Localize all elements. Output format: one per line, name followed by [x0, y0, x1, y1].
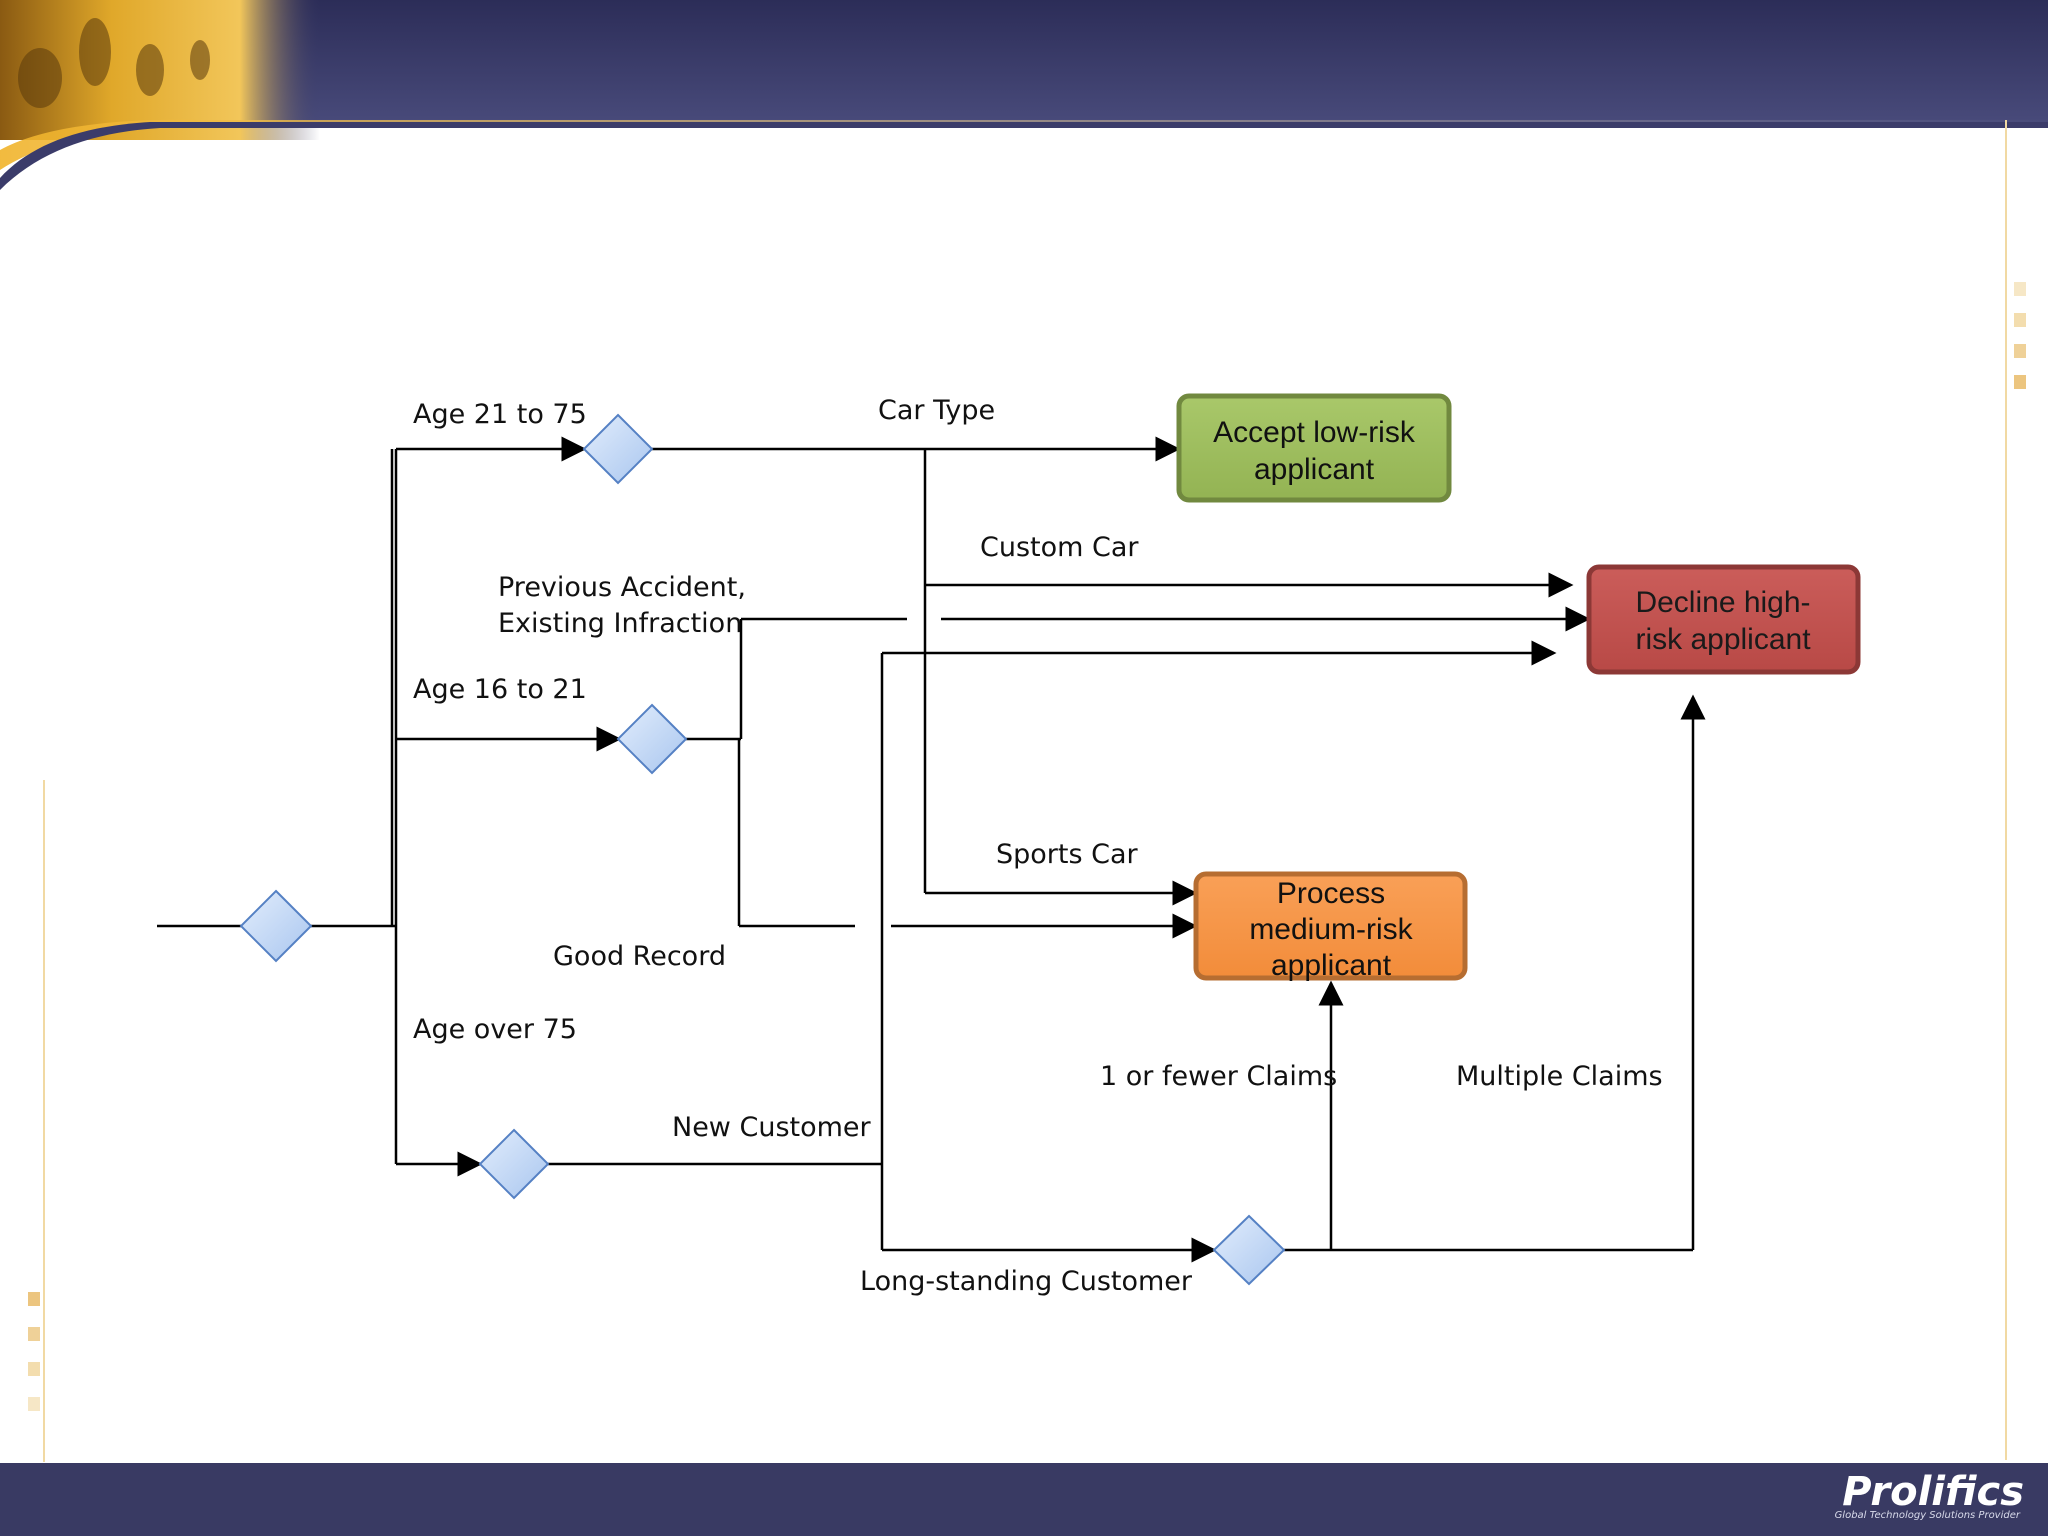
- label-one-or-fewer-claims: 1 or fewer Claims: [1100, 1061, 1337, 1092]
- process-line-2: medium-risk: [1249, 913, 1413, 946]
- brand-logo-text: Prolifics: [1842, 1469, 2024, 1515]
- decision-age-16-21-diamond: [616, 703, 688, 775]
- label-custom-car: Custom Car: [980, 532, 1139, 563]
- decision-age-21-75-diamond: [582, 413, 654, 485]
- label-age-21-75: Age 21 to 75: [413, 399, 587, 430]
- outcome-accept-box: Accept low-risk applicant: [1176, 393, 1452, 503]
- right-accent-squares: [2014, 282, 2026, 389]
- decision-claims-diamond: [1212, 1214, 1286, 1286]
- accept-line-2: applicant: [1254, 453, 1375, 486]
- left-accent-squares: [28, 1292, 40, 1411]
- header-photo-figures: [18, 18, 210, 108]
- label-good-record: Good Record: [553, 941, 726, 972]
- label-car-type: Car Type: [878, 395, 995, 426]
- decision-diamonds: [239, 413, 1286, 1286]
- footer-band: [0, 1463, 2048, 1536]
- outcome-process-box: Process medium-risk applicant: [1193, 871, 1468, 982]
- decision-age-over-75-diamond: [478, 1128, 550, 1200]
- label-age-16-21: Age 16 to 21: [413, 674, 587, 705]
- branch-labels: Age 21 to 75 Car Type Custom Car Previou…: [413, 395, 1663, 1297]
- label-existing-infraction: Existing Infraction: [498, 608, 742, 639]
- label-age-over-75: Age over 75: [413, 1014, 577, 1045]
- decision-start-diamond: [239, 889, 313, 963]
- accept-line-1: Accept low-risk: [1213, 416, 1416, 449]
- label-sports-car: Sports Car: [996, 839, 1139, 870]
- label-new-customer: New Customer: [672, 1112, 872, 1143]
- label-previous-accident: Previous Accident,: [498, 572, 746, 603]
- connectors: [157, 436, 1706, 1263]
- decline-line-2: risk applicant: [1635, 623, 1811, 656]
- decline-line-1: Decline high-: [1635, 586, 1810, 619]
- label-multiple-claims: Multiple Claims: [1456, 1061, 1663, 1092]
- label-long-standing-customer: Long-standing Customer: [860, 1266, 1193, 1297]
- outcome-decline-box: Decline high- risk applicant: [1586, 564, 1861, 675]
- header-band: [0, 0, 2048, 122]
- brand-tagline: Global Technology Solutions Provider: [1835, 1510, 2021, 1521]
- process-line-3: applicant: [1271, 949, 1392, 982]
- process-line-1: Process: [1277, 877, 1385, 910]
